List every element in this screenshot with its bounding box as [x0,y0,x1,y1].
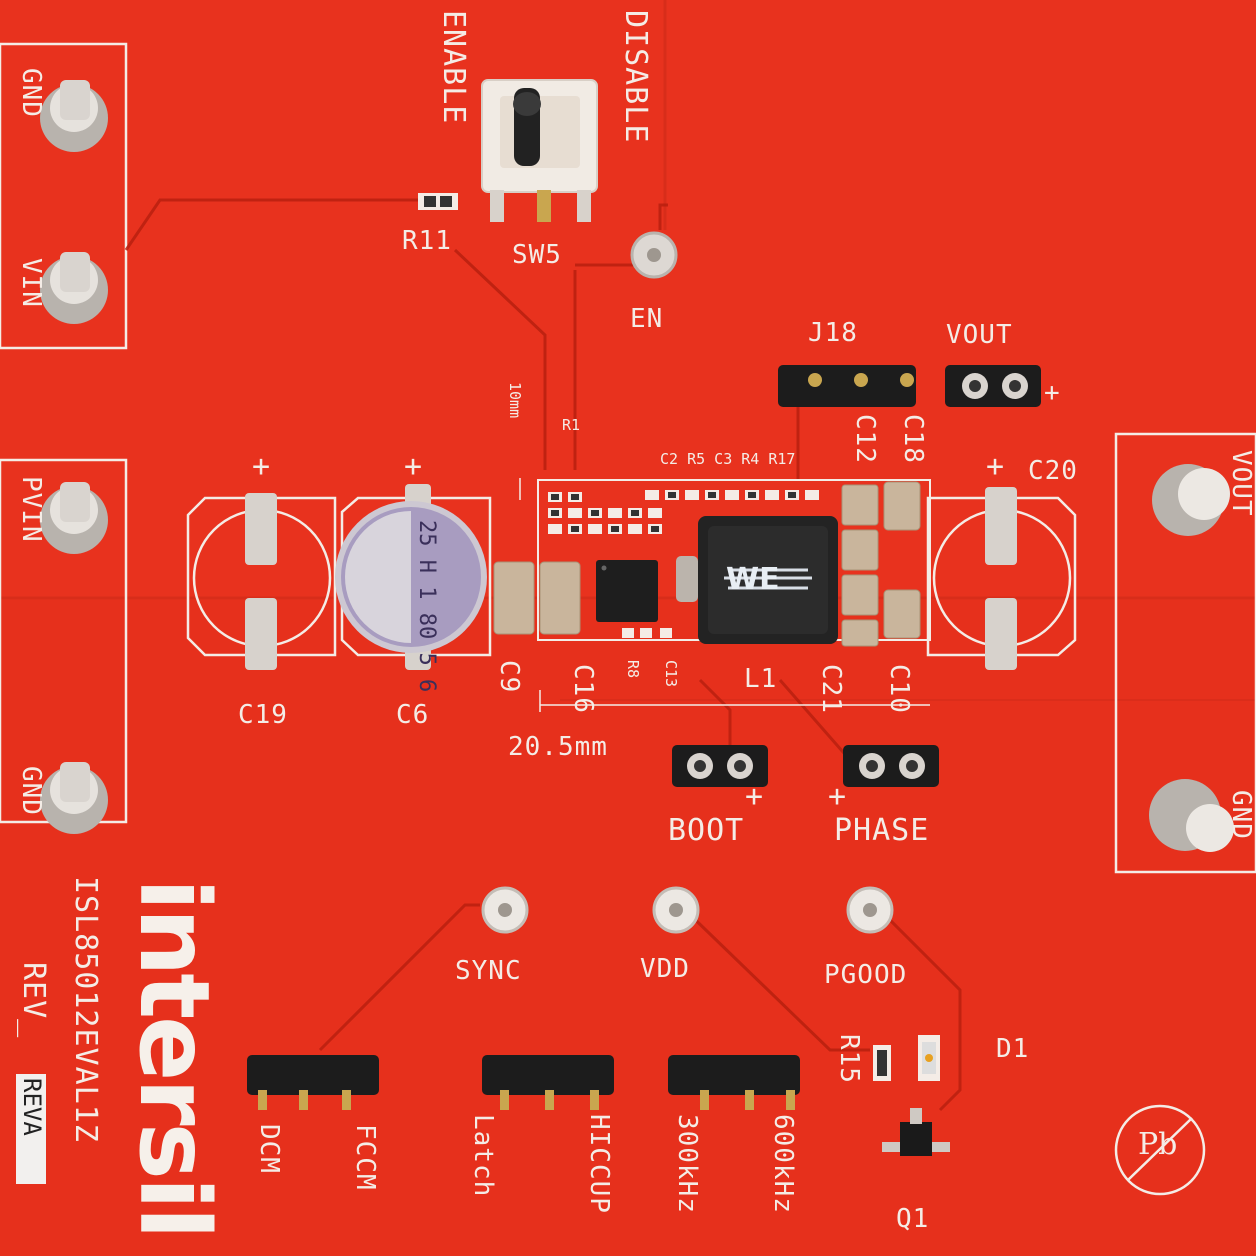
label-phase-plus: + [828,779,848,814]
header-vout [945,365,1041,407]
label-gnd-bottom: GND [16,766,46,816]
label-part-number: ISL85012EVAL1Z [68,876,103,1143]
label-hiccup: HICCUP [584,1114,614,1214]
label-sync: SYNC [455,956,522,986]
header-mode [247,1055,379,1110]
label-revision: REVA [18,1078,46,1136]
label-height-dimension: 10mm [506,382,524,419]
label-600khz: 600kHz [768,1114,798,1214]
label-r11: R11 [402,226,452,256]
label-boot-plus: + [745,779,765,814]
label-boot: BOOT [668,813,745,848]
label-fccm: FCCM [350,1124,380,1191]
terminal-posts-left [40,80,108,834]
label-small-refs: C2 R5 C3 R4 R17 [660,450,796,468]
label-l1: L1 [744,664,778,694]
label-r1: R1 [562,416,581,434]
header-frequency [668,1055,800,1110]
label-j18: J18 [808,318,858,348]
label-disable: DISABLE [618,10,653,144]
label-c19-plus: + [252,449,272,484]
label-vdd: VDD [640,954,690,984]
label-c20: C20 [1028,456,1078,486]
header-j18 [778,365,916,407]
label-q1: Q1 [896,1204,930,1234]
label-c16: C16 [568,664,598,714]
electrolytic-marking: 25 H 1 80 5 6 [414,520,439,693]
switch-sw5 [481,79,598,222]
label-c13: C13 [662,660,680,688]
label-enable: ENABLE [436,10,471,125]
label-c9: C9 [494,660,524,694]
label-r8: R8 [624,660,642,679]
label-pvin: PVIN [16,476,46,543]
label-c18: C18 [898,414,928,464]
pb-free-icon [1114,1104,1206,1196]
label-width-dimension: 20.5mm [508,732,608,762]
label-300khz: 300kHz [672,1114,702,1214]
label-dcm: DCM [254,1124,284,1174]
header-fault [482,1055,614,1110]
label-c6-plus: + [404,449,424,484]
revision-box: REVA [16,1074,46,1184]
pb-free-label: Pb [1138,1127,1178,1162]
label-phase: PHASE [834,813,930,848]
label-c21: C21 [816,664,846,714]
label-c20-plus: + [986,449,1006,484]
transistor-q1 [882,1108,950,1156]
capacitor-c6 [335,484,492,670]
label-sw5: SW5 [512,240,562,270]
header-phase [843,745,939,787]
terminal-posts-right [1149,464,1234,852]
header-boot [672,745,768,787]
label-d1: D1 [996,1034,1030,1064]
inductor-mark: WE [726,562,780,597]
label-gnd-top: GND [16,68,46,118]
label-c12: C12 [850,414,880,464]
label-gnd-right: GND [1226,790,1256,840]
inductor-l1 [676,516,838,644]
label-vin: VIN [16,258,46,308]
label-vout-plus: + [1044,378,1061,408]
label-pgood: PGOOD [824,960,908,990]
label-latch: Latch [468,1114,498,1198]
label-en: EN [630,304,664,334]
brand-logo: intersil [118,878,230,1237]
label-c6: C6 [396,700,430,730]
test-points [481,231,894,934]
label-c19: C19 [238,700,288,730]
label-r15: R15 [834,1034,864,1084]
label-vout: VOUT [946,320,1013,350]
label-c10: C10 [884,664,914,714]
label-revision-prefix: REV_ [16,962,51,1039]
label-vout-right: VOUT [1226,450,1256,517]
